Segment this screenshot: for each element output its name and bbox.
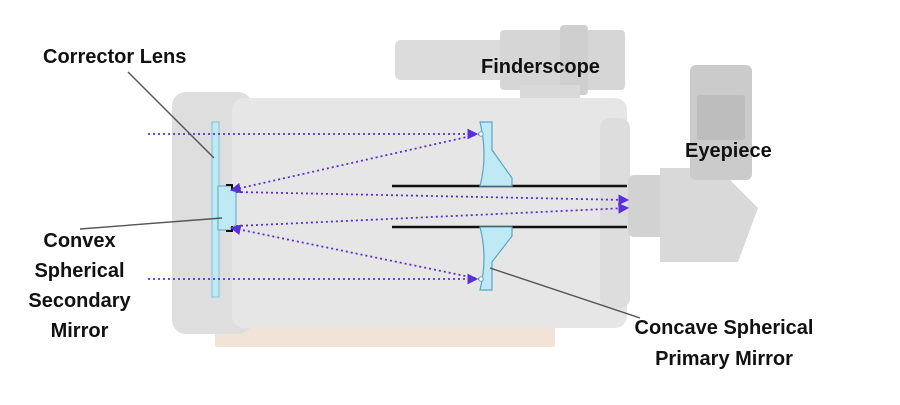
secondary-line-1: Convex bbox=[43, 230, 116, 252]
mount-plate bbox=[215, 325, 555, 347]
secondary-mirror-shape bbox=[217, 185, 237, 231]
label-corrector-lens: Corrector Lens bbox=[43, 46, 187, 68]
primary-mirror-lower bbox=[479, 226, 513, 291]
leader-corrector bbox=[127, 71, 215, 159]
secondary-line-4: Mirror bbox=[50, 320, 109, 342]
telescope-body-icon bbox=[172, 92, 630, 334]
label-primary-mirror: Concave Spherical Primary Mirror bbox=[618, 313, 830, 375]
leader-lines bbox=[79, 71, 641, 319]
label-secondary-mirror: Convex Spherical Secondary Mirror bbox=[12, 226, 147, 346]
reflected-ray-bottom bbox=[229, 224, 481, 280]
leader-secondary bbox=[79, 217, 223, 230]
secondary-line-3: Secondary bbox=[28, 290, 131, 312]
reflected-ray-top bbox=[229, 133, 481, 194]
primary-line-1: Concave Spherical bbox=[634, 317, 814, 339]
eyepiece-icon bbox=[628, 65, 758, 262]
label-finderscope: Finderscope bbox=[481, 56, 600, 78]
label-eyepiece: Eyepiece bbox=[685, 140, 772, 162]
light-rays bbox=[148, 128, 630, 285]
focus-ray-bottom bbox=[235, 203, 630, 227]
leader-primary bbox=[489, 267, 641, 319]
focus-ray-top bbox=[235, 191, 630, 206]
secondary-line-2: Spherical bbox=[34, 260, 125, 282]
finderscope-icon bbox=[395, 25, 625, 130]
primary-line-2: Primary Mirror bbox=[655, 348, 793, 370]
